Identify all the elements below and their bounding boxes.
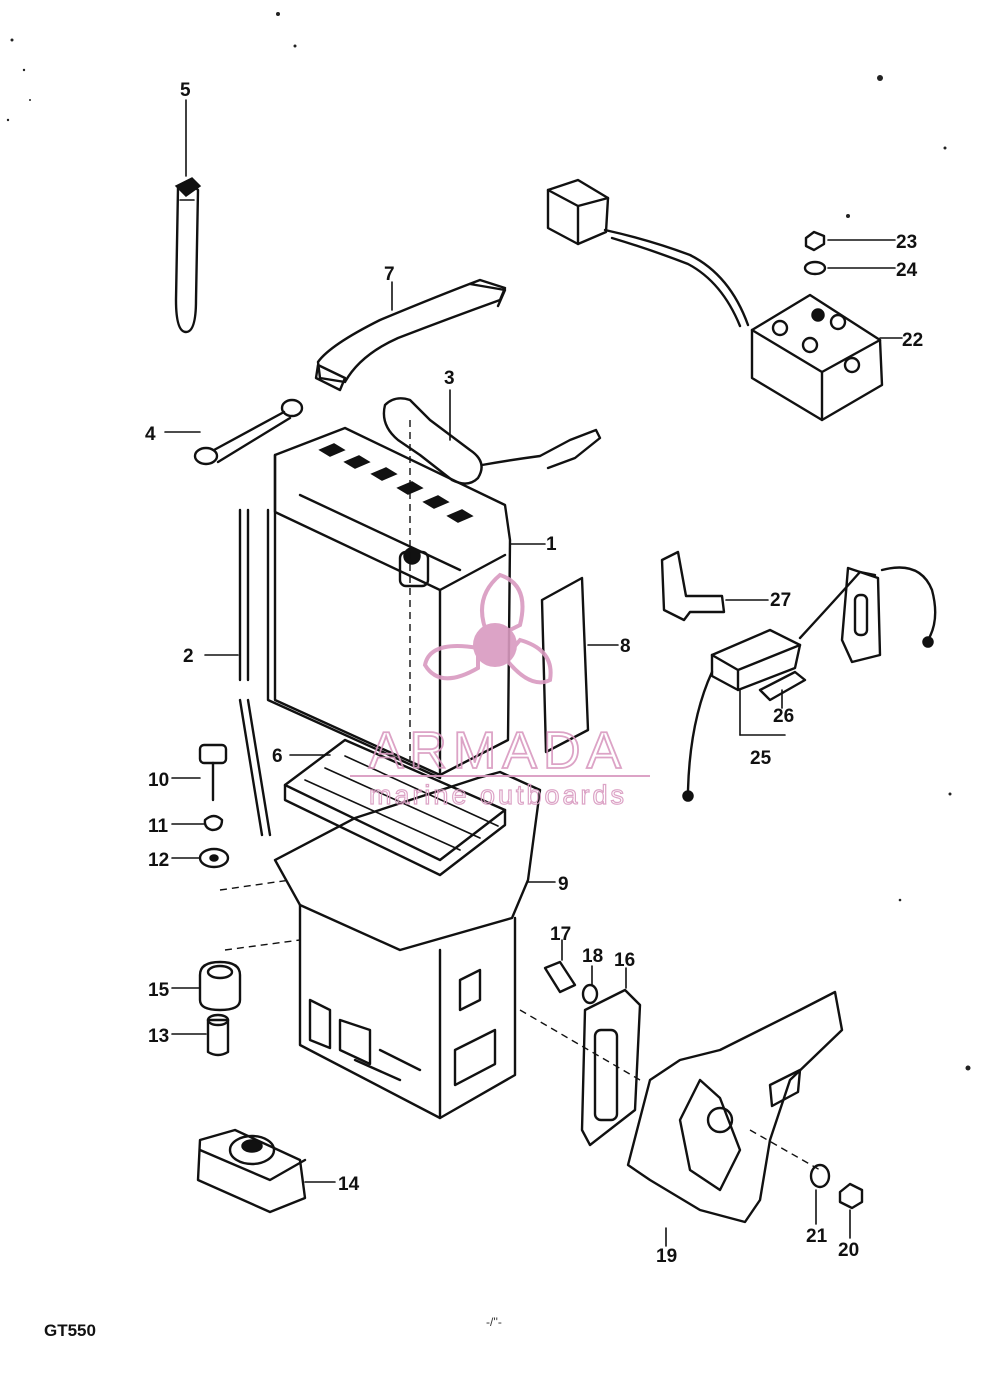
callout-15: 15 <box>148 980 170 1001</box>
callout-16: 16 <box>614 950 635 971</box>
callout-19: 19 <box>656 1246 677 1267</box>
callout-23: 23 <box>896 232 917 253</box>
part-12-washer <box>171 847 230 869</box>
part-14-rubber-mount <box>196 1128 336 1214</box>
callout-5: 5 <box>180 80 191 101</box>
part-13-collar <box>171 1013 230 1057</box>
callout-18: 18 <box>582 946 603 967</box>
part-8-pad <box>540 576 619 754</box>
callout-9: 9 <box>558 874 569 895</box>
part-3-positive-cable <box>382 389 602 485</box>
propeller-logo-icon <box>422 572 553 685</box>
callout-25: 25 <box>750 748 772 769</box>
part-27-bracket <box>660 550 769 622</box>
callout-12: 12 <box>148 850 169 871</box>
scan-noise <box>6 12 971 1071</box>
watermark-tagline: marine outboards <box>369 780 627 810</box>
model-code: GT550 <box>44 1321 96 1340</box>
part-7-battery-strap <box>314 278 507 392</box>
callout-2: 2 <box>183 646 194 667</box>
part-15-cushion <box>171 960 242 1012</box>
part-5-terminal-cover <box>174 99 202 334</box>
part-6-tray-cushion <box>283 738 507 877</box>
callout-13: 13 <box>148 1026 169 1047</box>
part-19-mounting-plate <box>519 990 844 1247</box>
part-9-battery-holder <box>219 770 556 1120</box>
callout-8: 8 <box>620 636 631 657</box>
part-22-rectifier <box>546 178 903 422</box>
callout-20: 20 <box>838 1240 859 1261</box>
part-20-nut <box>838 1182 864 1239</box>
callout-21: 21 <box>806 1226 828 1247</box>
part-2-breather-hose <box>204 508 272 837</box>
callout-17: 17 <box>550 924 571 945</box>
watermark-brand: ARMADA <box>369 722 627 780</box>
callout-4: 4 <box>145 424 156 445</box>
callout-7: 7 <box>384 264 395 285</box>
battery-cells <box>318 443 474 523</box>
callout-10: 10 <box>148 770 169 791</box>
callout-1: 1 <box>546 534 557 555</box>
part-16-side-bracket <box>580 967 642 1147</box>
page-mark: -/''- <box>486 1315 502 1329</box>
callout-labels: 1 2 3 4 5 6 7 8 9 10 11 12 13 14 15 16 1… <box>145 80 923 1267</box>
callout-3: 3 <box>444 368 455 389</box>
callout-24: 24 <box>896 260 918 281</box>
callout-14: 14 <box>338 1174 360 1195</box>
part-23-nut <box>804 230 896 252</box>
part-24-washer <box>803 260 896 276</box>
armada-watermark: ARMADA marine outboards <box>350 572 650 811</box>
callout-11: 11 <box>148 816 169 837</box>
part-11-lock-washer <box>171 814 224 832</box>
callout-22: 22 <box>902 330 923 351</box>
part-18-washer <box>581 965 599 1005</box>
part-21-washer <box>809 1163 831 1225</box>
callout-27: 27 <box>770 590 791 611</box>
callout-6a: 6 <box>272 746 283 767</box>
part-25-fuse-holder <box>682 566 937 802</box>
part-17-bolt <box>543 939 577 994</box>
callout-26: 26 <box>773 706 794 727</box>
part-10-bolt <box>171 743 228 802</box>
part-26-fuse <box>758 670 807 709</box>
part-4-ground-lead <box>164 398 304 466</box>
part-1-battery <box>266 420 546 780</box>
